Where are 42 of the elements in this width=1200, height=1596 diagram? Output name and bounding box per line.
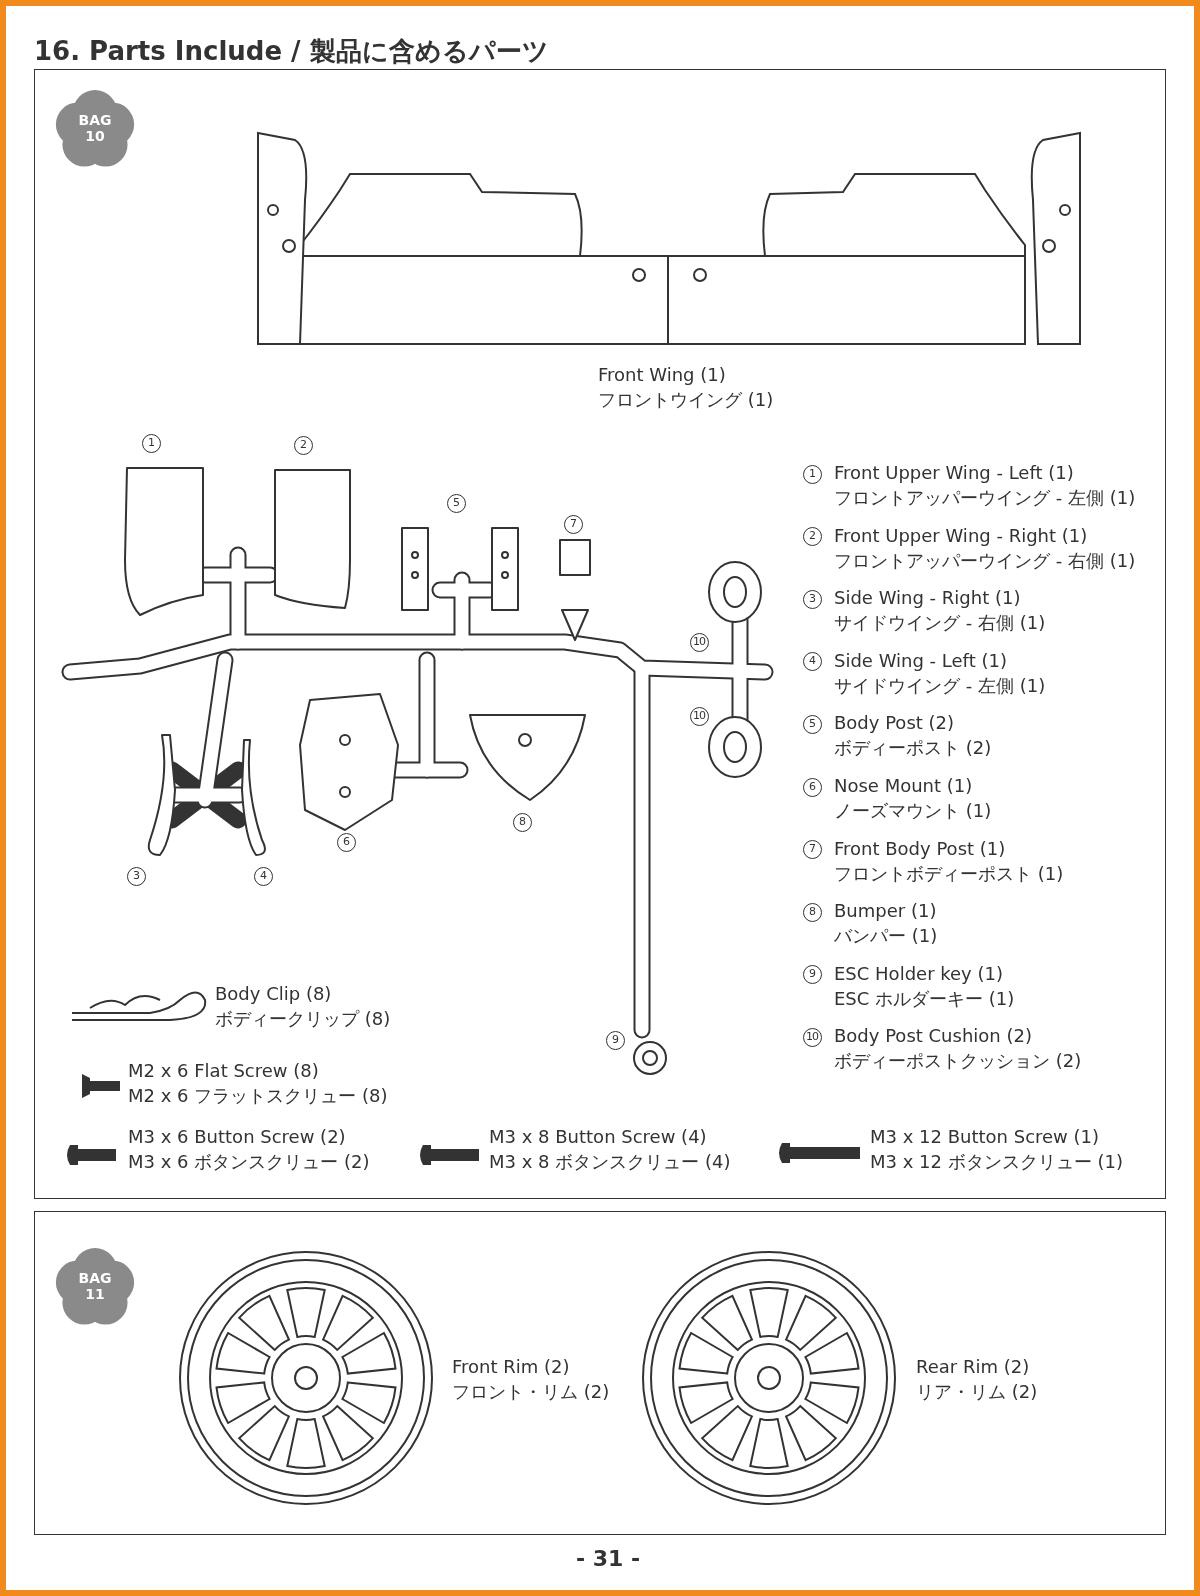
- part-label: ボディーポスト (2): [834, 737, 992, 760]
- part-label: ESC ホルダーキー (1): [834, 987, 1015, 1010]
- part-label: Front Upper Wing - Left (1): [834, 462, 1074, 484]
- parts-panel: [34, 69, 1166, 1199]
- part-label: リア・リム (2): [916, 1381, 1038, 1403]
- parts-panel: [34, 1211, 1166, 1535]
- page-title: 16. Parts Include / 製品に含めるパーツ: [34, 35, 549, 68]
- page-number: - 31 -: [575, 1546, 641, 1571]
- part-label: M2 x 6 フラットスクリュー (8): [128, 1085, 388, 1107]
- bag-label: BAG 10: [77, 112, 113, 144]
- part-label: フロント・リム (2): [452, 1381, 610, 1403]
- part-label: Body Post Cushion (2): [834, 1025, 1032, 1048]
- part-label: ボディークリップ (8): [215, 1008, 391, 1030]
- part-label: サイドウイング - 左側 (1): [834, 674, 1046, 697]
- part-label: M3 x 12 Button Screw (1): [870, 1126, 1100, 1148]
- part-label: M3 x 6 ボタンスクリュー (2): [128, 1151, 370, 1173]
- part-label: ノーズマウント (1): [834, 800, 992, 822]
- part-label: Side Wing - Right (1): [834, 587, 1021, 610]
- part-label: フロントアッパーウイング - 左側 (1): [834, 487, 1136, 509]
- part-label: Body Clip (8): [215, 983, 332, 1005]
- part-label: ボディーポストクッション (2): [834, 1050, 1082, 1073]
- part-label: ESC Holder key (1): [834, 962, 1003, 985]
- part-label: M2 x 6 Flat Screw (8): [128, 1060, 319, 1082]
- part-label: バンパー (1): [834, 925, 938, 948]
- part-label: Side Wing - Left (1): [834, 649, 1007, 672]
- part-label: フロントアッパーウイング - 右側 (1): [834, 549, 1136, 572]
- part-label: Body Post (2): [834, 712, 955, 735]
- part-label: Front Rim (2): [452, 1356, 570, 1378]
- part-label: M3 x 8 Button Screw (4): [489, 1126, 707, 1148]
- part-label: Rear Rim (2): [916, 1356, 1030, 1378]
- part-label: フロントウイング (1): [598, 389, 774, 411]
- part-label: フロントボディーポスト (1): [834, 862, 1064, 885]
- part-label: M3 x 6 Button Screw (2): [128, 1126, 346, 1148]
- part-label: Front Body Post (1): [834, 837, 1006, 860]
- part-label: M3 x 8 ボタンスクリュー (4): [489, 1151, 731, 1173]
- bag-label: BAG 11: [77, 1270, 113, 1302]
- part-label: サイドウイング - 右側 (1): [834, 612, 1046, 635]
- part-label: Front Wing (1): [598, 364, 726, 386]
- part-label: Bumper (1): [834, 900, 937, 923]
- part-label: Nose Mount (1): [834, 775, 973, 797]
- part-label: Front Upper Wing - Right (1): [834, 524, 1088, 547]
- part-label: M3 x 12 ボタンスクリュー (1): [870, 1151, 1123, 1173]
